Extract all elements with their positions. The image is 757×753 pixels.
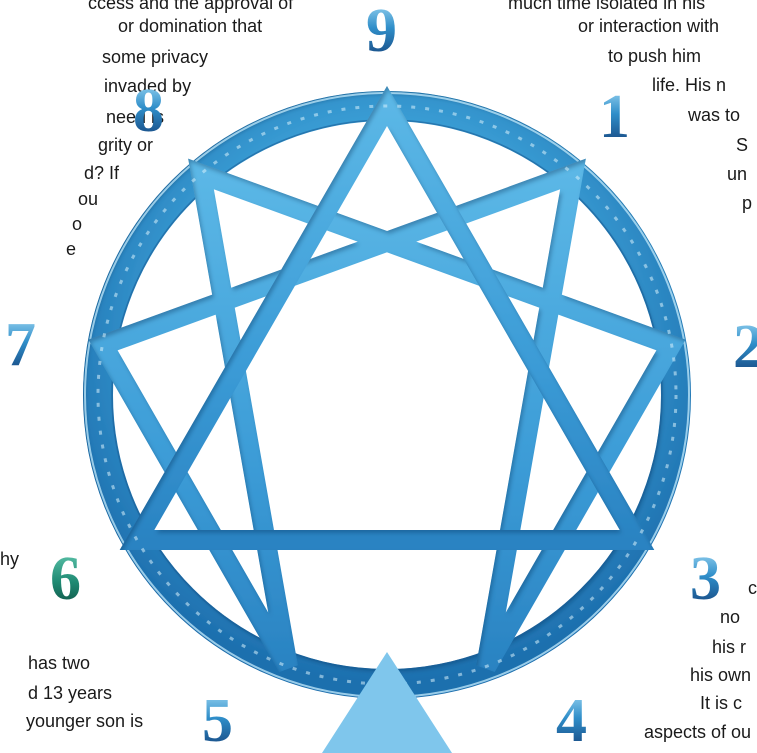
point-number-5: 5 — [202, 690, 233, 752]
point-number-2: 2 — [733, 316, 757, 378]
point-number-6: 6 — [50, 548, 81, 610]
point-number-1: 1 — [599, 86, 630, 148]
point-number-7: 7 — [5, 314, 36, 376]
point-number-4: 4 — [556, 690, 587, 752]
point-number-3: 3 — [690, 548, 721, 610]
point-number-8: 8 — [133, 80, 164, 142]
point-number-9: 9 — [366, 0, 397, 62]
enneagram-ring — [98, 106, 676, 684]
